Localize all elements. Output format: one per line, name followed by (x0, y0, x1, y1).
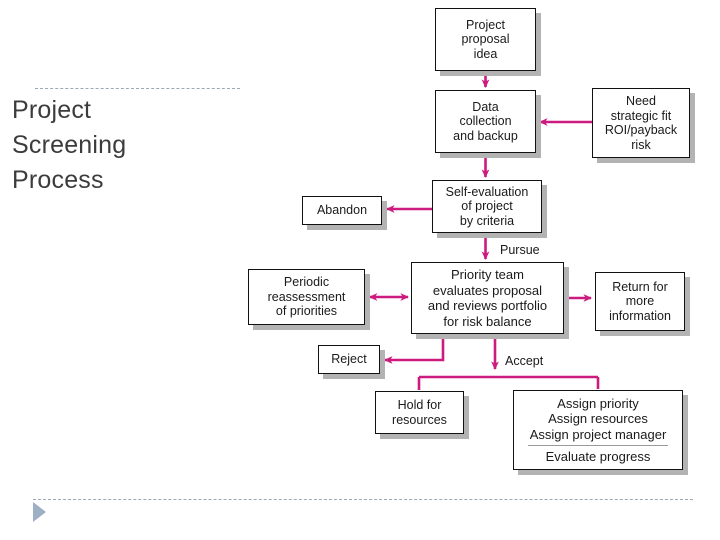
node-line: information (609, 308, 671, 323)
node-hold-for-resources[interactable]: Hold for resources (375, 391, 464, 434)
node-assign-priority-resources[interactable]: Assign priority Assign resources Assign … (513, 390, 683, 470)
edge-priority-reject (383, 334, 445, 364)
node-line: Abandon (316, 203, 368, 218)
node-reject[interactable]: Reject (318, 345, 380, 374)
node-line: of priorities (275, 304, 338, 319)
edge-label-accept: Accept (505, 354, 544, 368)
node-line: strategic fit (610, 108, 672, 123)
node-abandon[interactable]: Abandon (302, 196, 382, 225)
node-data-collection-and-backup[interactable]: Data collection and backup (435, 90, 536, 153)
node-line: Hold for (397, 398, 442, 412)
node-line: of project (461, 199, 513, 214)
node-line: by criteria (459, 213, 515, 228)
node-line: Assign priority (557, 395, 639, 411)
node-line: Self-evaluation (445, 184, 529, 199)
node-line: Assign project manager (529, 426, 667, 442)
bottom-divider-rule (33, 499, 693, 500)
node-periodic-reassessment[interactable]: Periodic reassessment of priorities (248, 269, 365, 325)
node-line: reassessment (267, 289, 346, 304)
edge-label-pursue: Pursue (500, 243, 540, 257)
node-line: Reject (331, 352, 367, 367)
node-line: ROI/payback (604, 123, 678, 137)
node-line: Return for (612, 279, 668, 294)
node-line: risk (631, 137, 651, 152)
page-title-line-3: Process (12, 166, 104, 194)
node-divider (528, 445, 668, 446)
node-line: Periodic (283, 275, 330, 290)
node-line: collection (459, 114, 512, 129)
page-title: Project Screening Process (12, 93, 242, 198)
node-line: and reviews portfolio (427, 298, 548, 313)
node-line: for risk balance (443, 313, 532, 329)
node-line: Evaluate progress (545, 449, 651, 464)
node-line: evaluates proposal (432, 282, 543, 298)
node-line: resources (392, 412, 447, 427)
node-line: Assign resources (548, 411, 648, 426)
top-divider-rule (35, 88, 240, 89)
node-line: Project (466, 17, 505, 32)
node-line: idea (473, 46, 498, 61)
play-triangle-icon (33, 502, 46, 522)
node-need-strategic-fit[interactable]: Need strategic fit ROI/payback risk (592, 88, 690, 158)
node-line: Priority team (451, 267, 524, 282)
node-line: and backup (453, 128, 518, 143)
node-line: proposal (461, 32, 510, 47)
node-self-evaluation[interactable]: Self-evaluation of project by criteria (432, 180, 542, 233)
node-project-proposal-idea[interactable]: Project proposal idea (435, 8, 536, 71)
page-title-line-1: Project (12, 96, 92, 124)
node-return-for-more-information[interactable]: Return for more information (595, 272, 685, 331)
node-line: Data (472, 99, 499, 114)
node-line: Need (626, 94, 656, 108)
page-title-line-2: Screening (12, 131, 127, 159)
node-priority-team[interactable]: Priority team evaluates proposal and rev… (411, 262, 564, 334)
node-line: more (625, 294, 655, 309)
